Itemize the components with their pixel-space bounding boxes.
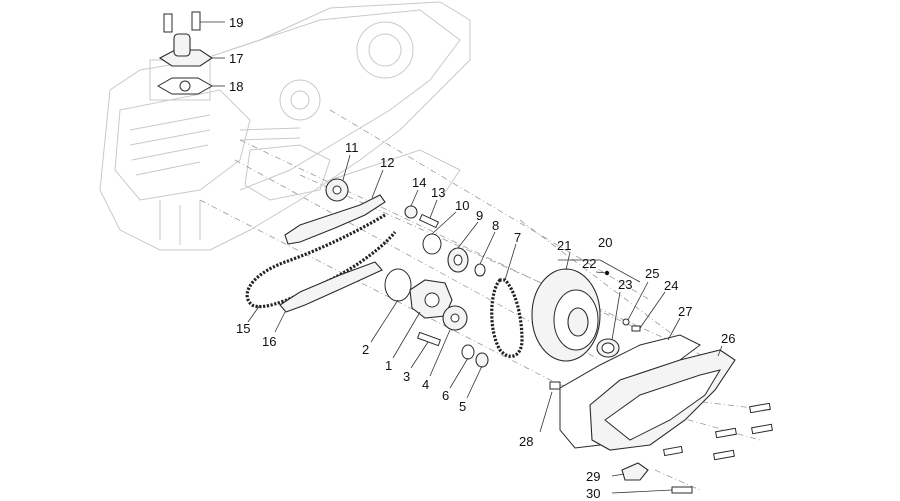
callout-24: 24 — [664, 278, 678, 293]
bolt-13 — [418, 213, 440, 229]
callout-8: 8 — [492, 218, 499, 233]
bolt-19b — [191, 11, 201, 31]
pulley-21-hub — [567, 307, 589, 337]
seal-23-inner — [601, 342, 615, 354]
pin-24 — [631, 325, 641, 332]
callout-20: 20 — [598, 235, 612, 250]
callout-12: 12 — [380, 155, 394, 170]
callout-11: 11 — [345, 140, 359, 155]
pump-sprocket-4-hub — [450, 313, 460, 323]
callout-27: 27 — [678, 304, 692, 319]
washer-6 — [461, 344, 475, 360]
bolt-30 — [671, 486, 693, 494]
callout-labels: 19 17 18 11 12 14 13 10 9 8 7 20 21 22 2… — [229, 15, 735, 501]
tensioner-assembly — [156, 11, 214, 95]
sprocket-11-hub — [332, 185, 342, 195]
callout-4: 4 — [422, 377, 429, 392]
gasket-hole — [179, 80, 191, 92]
pan-bolt-a — [749, 402, 771, 414]
callout-13: 13 — [431, 185, 445, 200]
ring-8 — [474, 263, 486, 277]
callout-6: 6 — [442, 388, 449, 403]
callout-5: 5 — [459, 399, 466, 414]
bracket-29 — [621, 462, 649, 481]
pan-bolt-d — [713, 449, 735, 461]
callout-18: 18 — [229, 79, 243, 94]
nut-5 — [475, 352, 489, 368]
callout-25: 25 — [645, 266, 659, 281]
bolt-3 — [416, 331, 442, 347]
washer-25 — [622, 318, 630, 326]
chain-guide-12 — [284, 194, 386, 245]
callout-30: 30 — [586, 486, 600, 501]
sprocket-9-hub — [453, 254, 463, 266]
callout-26: 26 — [721, 331, 735, 346]
pan-bolts — [549, 381, 773, 494]
washer-14 — [404, 205, 418, 219]
callout-28: 28 — [519, 434, 533, 449]
callout-2: 2 — [362, 342, 369, 357]
oil-pan-26-recess — [604, 369, 722, 441]
callout-23: 23 — [618, 277, 632, 292]
bolt-19a — [163, 13, 173, 33]
leader-lines — [200, 21, 723, 494]
pan-bolt-b — [751, 423, 773, 435]
timing-chain-15 — [245, 213, 397, 309]
callout-29: 29 — [586, 469, 600, 484]
callout-1: 1 — [385, 358, 392, 373]
callout-16: 16 — [262, 334, 276, 349]
callout-22: 22 — [582, 256, 596, 271]
callout-9: 9 — [476, 208, 483, 223]
tensioner-plunger — [173, 33, 191, 57]
callout-21: 21 — [557, 238, 571, 253]
pan-bolt-e — [663, 445, 683, 457]
chain-guide-16 — [279, 261, 383, 313]
callout-19: 19 — [229, 15, 243, 30]
pump-plate-2 — [384, 268, 412, 302]
dowel-28 — [549, 381, 561, 390]
callout-10: 10 — [455, 198, 469, 213]
oil-pump-shaft — [424, 292, 440, 308]
callout-15: 15 — [236, 321, 250, 336]
callout-7: 7 — [514, 230, 521, 245]
callout-14: 14 — [412, 175, 426, 190]
pan-bolt-c — [715, 427, 737, 439]
engine-case-ghost — [99, 1, 471, 251]
callout-3: 3 — [403, 369, 410, 384]
callout-17: 17 — [229, 51, 243, 66]
marker-dot — [604, 270, 610, 276]
pump-chain-7 — [490, 278, 524, 358]
washer-10 — [422, 233, 442, 255]
